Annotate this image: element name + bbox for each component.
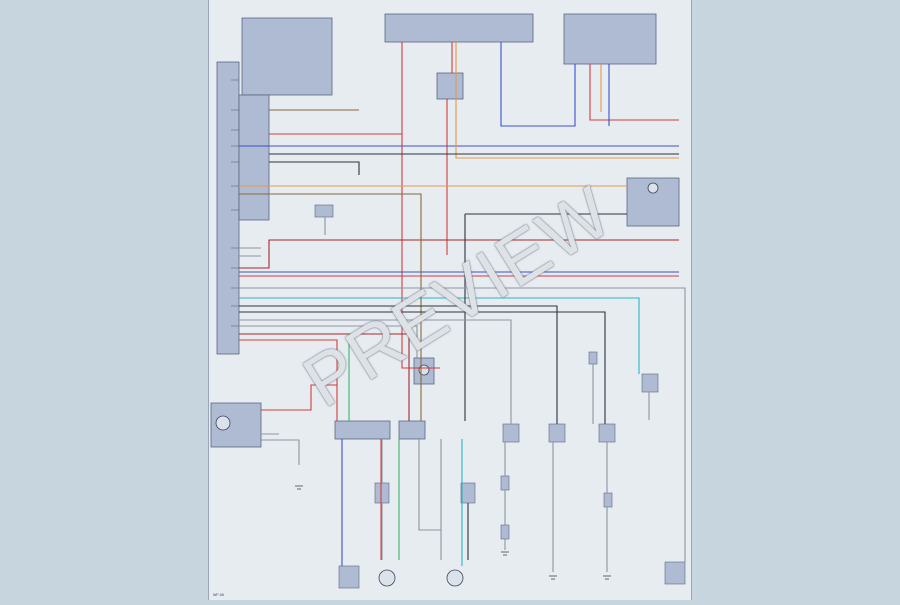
ground-symbols (295, 485, 611, 580)
right-actuator-module (626, 177, 680, 227)
pin-ticks (231, 79, 239, 327)
switch-boxes (314, 204, 686, 589)
wires (239, 42, 686, 572)
page-ref: WF-08 (213, 593, 224, 597)
central-control-module (216, 61, 240, 355)
underhood-fuse-block (384, 13, 534, 43)
motor-symbols (215, 182, 659, 587)
instrument-panel-fuse-block (241, 17, 333, 96)
fan-relay (436, 72, 464, 100)
wiring-diagram-sheet: WF-08 (208, 0, 692, 600)
left-connector (334, 420, 391, 440)
wiring-diagram: WF-08 (210, 13, 686, 597)
module-blocks (210, 13, 680, 448)
relay-block (563, 13, 657, 65)
center-connector (398, 420, 426, 440)
control-module-upper-body (238, 94, 270, 221)
